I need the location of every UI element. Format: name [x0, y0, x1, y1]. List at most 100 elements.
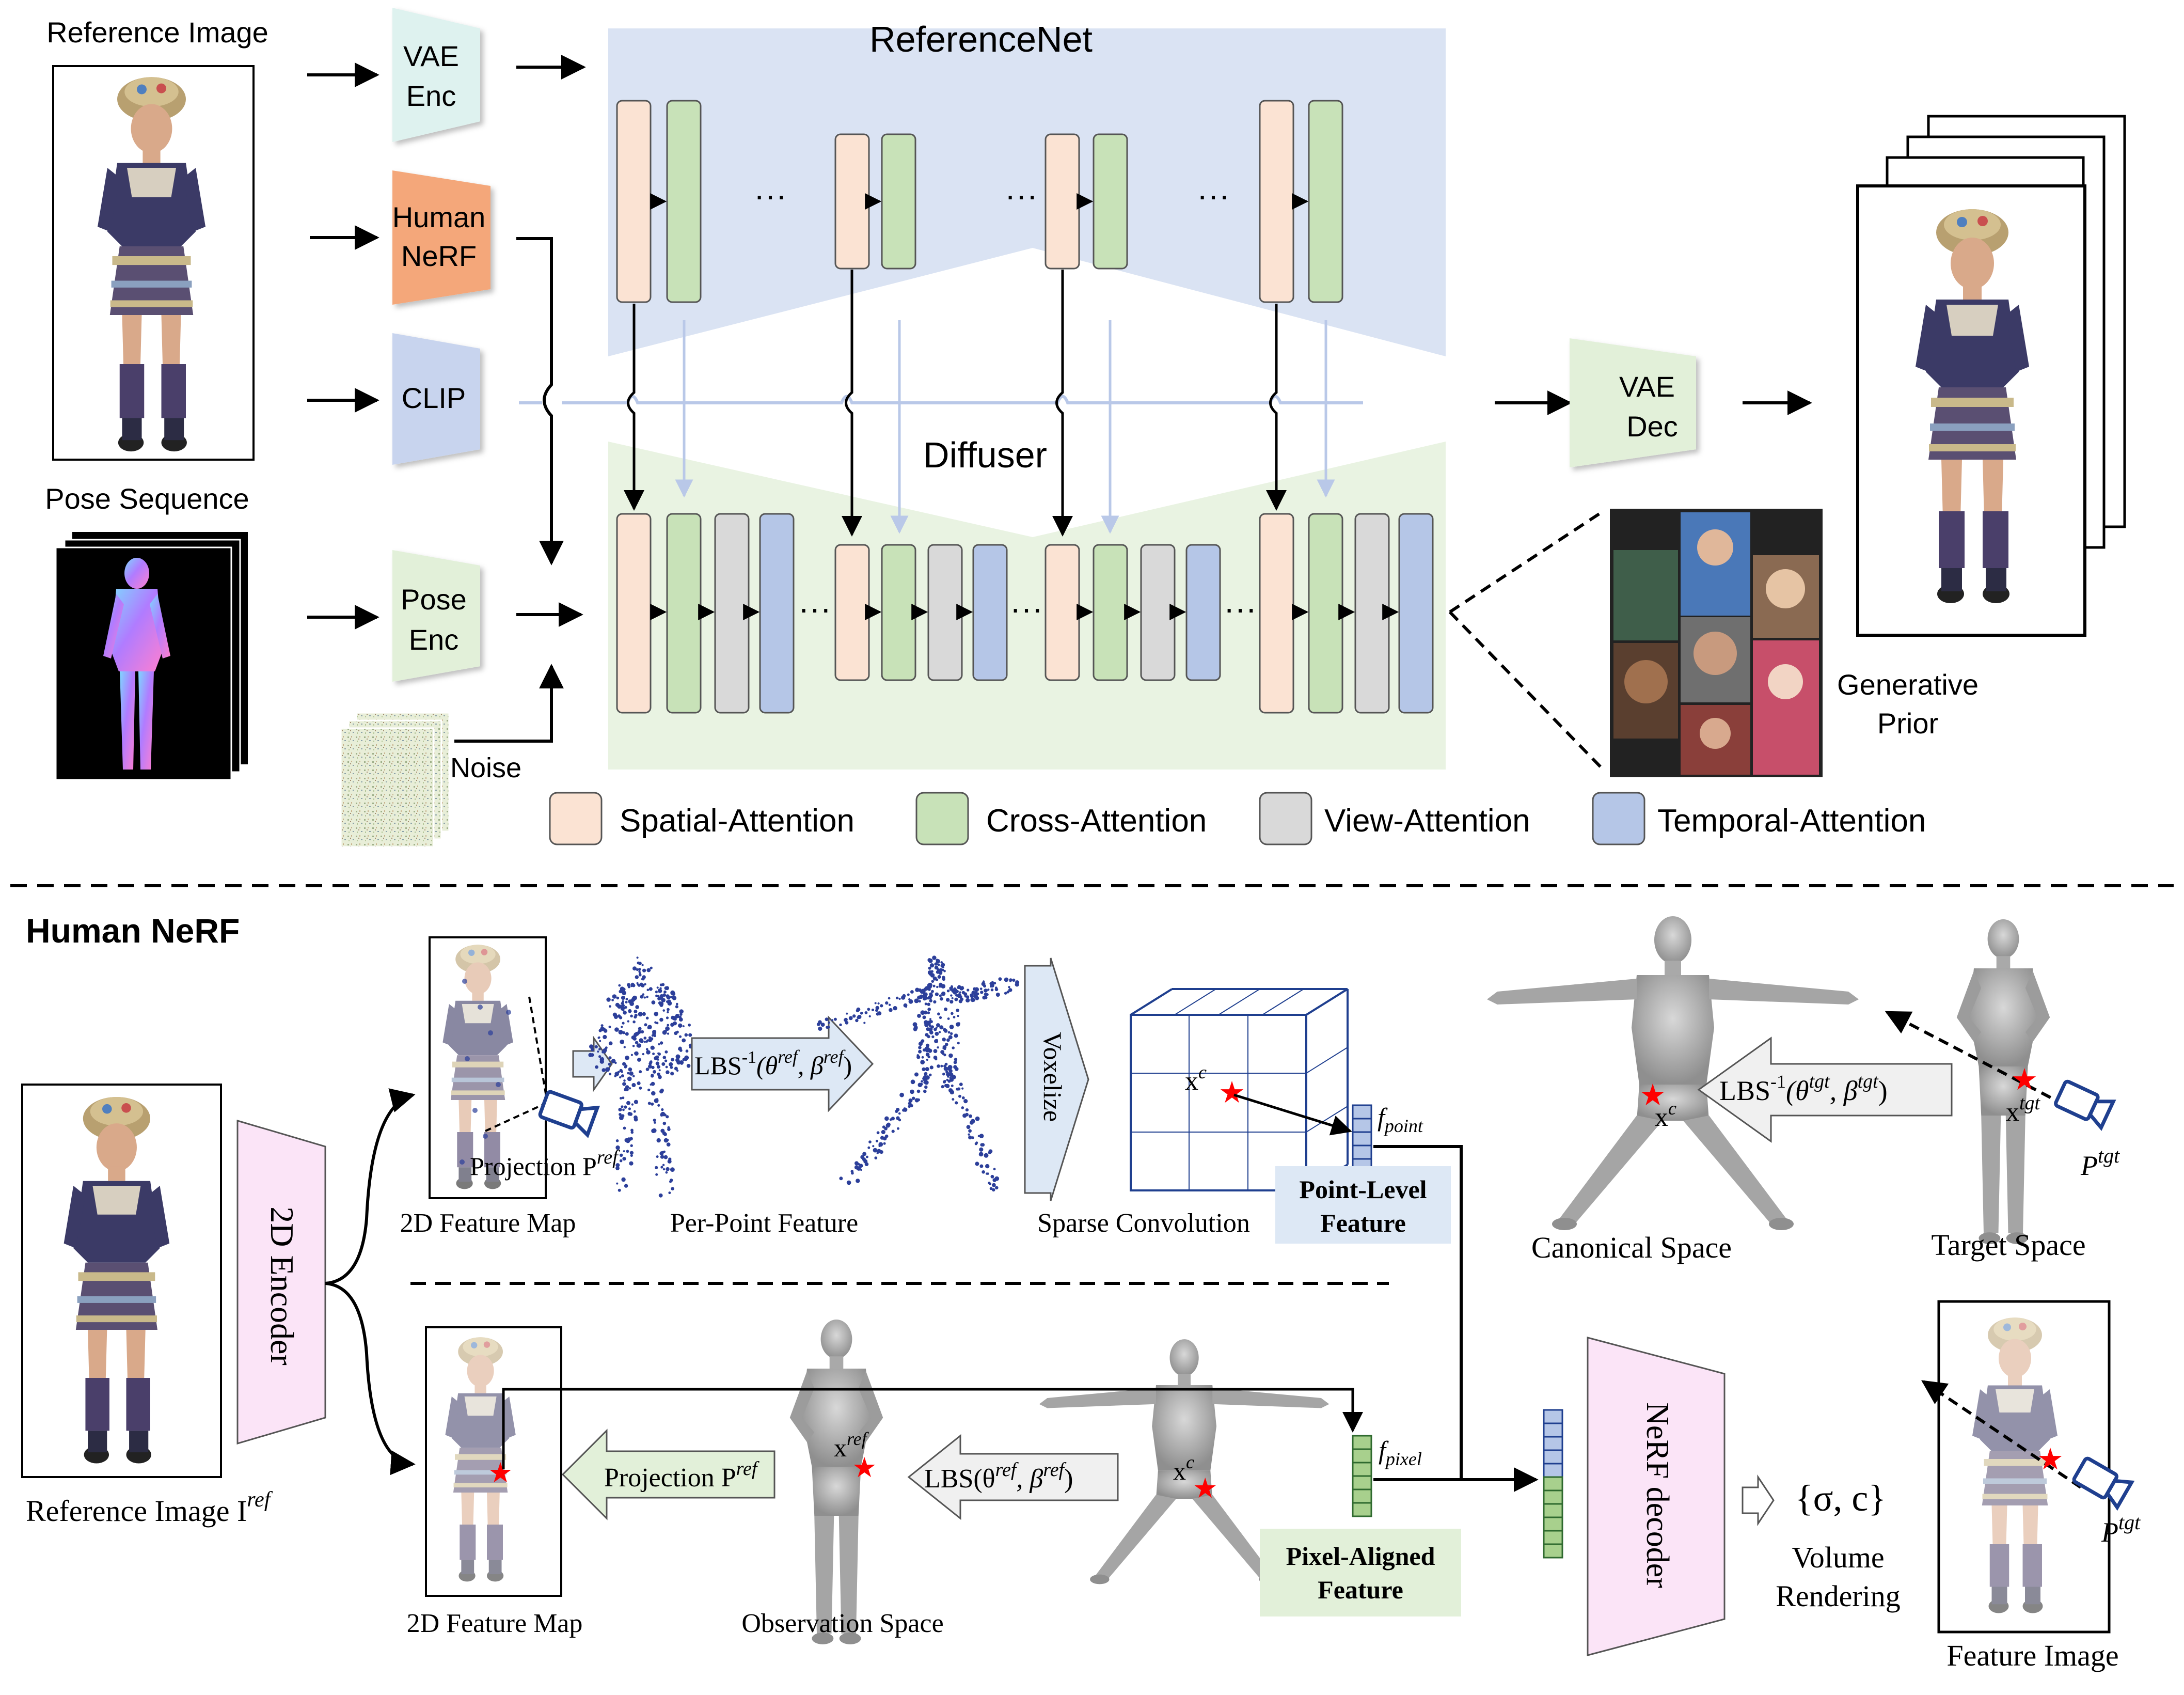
- vae-dec-line2: Dec: [1626, 410, 1678, 443]
- volume-rendering-line2: Rendering: [1776, 1579, 1901, 1613]
- diffuser-view-block-3: [1140, 544, 1176, 681]
- bottom-canonical-xc-label: xc: [1173, 1452, 1194, 1485]
- lbs-inverse-tgt-label: LBS-1(θtgt, βtgt): [1719, 1071, 1888, 1106]
- human-nerf-block: [392, 170, 490, 305]
- legend-label-spatial: Spatial-Attention: [620, 803, 854, 839]
- legend-swatch-view: [1259, 792, 1312, 845]
- target-ray-arrow: [1885, 1011, 2066, 1107]
- legend-swatch-cross: [915, 792, 969, 845]
- top-projection-camera-icon: [539, 1090, 597, 1135]
- arrow-encoder-to-top-branch: [325, 1088, 416, 1285]
- refnet-ellipsis-3: ···: [1197, 177, 1230, 214]
- diffuser-cross-block-1: [666, 513, 702, 714]
- legend-swatch-temporal: [1592, 792, 1645, 845]
- legend-label-temporal: Temporal-Attention: [1657, 803, 1926, 839]
- observation-space-label: Observation Space: [741, 1609, 943, 1638]
- bottom-reference-image-label: Reference Image Iref: [26, 1488, 273, 1528]
- vae-enc-line1: VAE: [403, 40, 459, 72]
- referencenet-title: ReferenceNet: [869, 19, 1093, 59]
- arrow-feature-map-to-fpixel: [502, 1388, 1363, 1469]
- generative-prior-line2: Prior: [1877, 707, 1938, 740]
- lbs-inverse-ref-arrow: [691, 1015, 874, 1112]
- vae-enc-line2: Enc: [406, 80, 456, 112]
- per-point-label: Per-Point Feature: [670, 1209, 858, 1238]
- bottom-canonical-star-icon: ★: [1193, 1473, 1217, 1504]
- top-feature-map-points: [460, 979, 511, 1165]
- legend-swatch-spatial: [549, 792, 603, 845]
- lbs-inverse-ref-label: LBS-1(θref, βref): [694, 1046, 852, 1080]
- canonical-point-cloud: [816, 955, 1020, 1192]
- voxel-grid-cube: [1130, 988, 1349, 1191]
- vae-enc-block: [392, 8, 480, 142]
- point-level-feature-line1: Point-Level: [1299, 1175, 1427, 1204]
- diffuser-temporal-block-3: [1185, 544, 1221, 681]
- collage-tile-anime: [1753, 640, 1819, 775]
- diffuser-background: [608, 442, 1446, 770]
- diffuser-temporal-block-4: [1398, 513, 1434, 714]
- target-space-label: Target Space: [1931, 1228, 2085, 1262]
- projection-top-label: Projection Pref: [470, 1147, 620, 1181]
- diffuser-ellipsis-1: ···: [798, 590, 831, 627]
- diffuser-spatial-block-2: [834, 544, 870, 681]
- clip-block: [392, 333, 480, 465]
- refnet-ellipsis-2: ···: [1005, 177, 1038, 214]
- feature-image-star-icon: ★: [2037, 1442, 2064, 1476]
- diffuser-cross-block-2: [881, 544, 916, 681]
- refnet-cross-block-4: [1308, 100, 1343, 303]
- f-point-feature-column: [1352, 1104, 1372, 1173]
- target-x-label: xtgt: [2006, 1092, 2041, 1127]
- arrow-nerf-to-diffuser: [516, 237, 564, 566]
- canonical-space-label: Canonical Space: [1531, 1231, 1732, 1264]
- point-level-feature-box: [1275, 1166, 1451, 1244]
- diffuser-spatial-block-4: [1259, 513, 1294, 714]
- diffuser-ellipsis-3: ···: [1224, 590, 1257, 627]
- referencenet-background: [608, 28, 1446, 356]
- diffuser-spatial-block-3: [1044, 544, 1080, 681]
- voxelize-arrow: [1024, 958, 1089, 1201]
- top-feature-map-label: 2D Feature Map: [400, 1209, 576, 1238]
- legend-label-cross: Cross-Attention: [986, 803, 1207, 839]
- lbs-inverse-tgt-arrow: [1697, 1037, 1953, 1143]
- target-p-label: Ptgt: [2080, 1144, 2120, 1181]
- projection-bottom-label: Projection Pref: [604, 1458, 759, 1493]
- diffuser-cross-block-4: [1308, 513, 1343, 714]
- observation-x-label: xref: [834, 1429, 869, 1462]
- pixel-aligned-feature-line1: Pixel-Aligned: [1286, 1542, 1435, 1571]
- pose-enc-line2: Enc: [409, 623, 459, 656]
- voxel-star-icon: ★: [1218, 1076, 1245, 1109]
- canonical-star-icon: ★: [1639, 1078, 1666, 1112]
- legend: Spatial-Attention Cross-Attention View-A…: [549, 792, 1926, 845]
- bottom-feature-map-label: 2D Feature Map: [407, 1609, 583, 1638]
- human-nerf-line1: Human: [392, 201, 486, 233]
- canonical-xc-label: xc: [1655, 1098, 1676, 1132]
- voxelize-label: Voxelize: [1038, 1032, 1067, 1122]
- 2d-encoder-label: 2D Encoder: [264, 1206, 300, 1365]
- pose-enc-block: [392, 550, 480, 682]
- diffuser-temporal-block-1: [759, 513, 795, 714]
- clip-label: CLIP: [402, 382, 466, 414]
- nerf-decoder-block: [1587, 1337, 1726, 1656]
- vae-dec-line1: VAE: [1619, 370, 1675, 403]
- fpoint-to-concat-line: [1373, 1145, 1463, 1480]
- diffuser-view-block-4: [1354, 513, 1390, 714]
- diffuser-view-block-2: [927, 544, 963, 681]
- f-point-label: fpoint: [1378, 1103, 1423, 1136]
- arrow-noise-to-diffuser: [454, 664, 564, 743]
- lbs-ref-arrow: [907, 1434, 1119, 1520]
- feature-image-label: Feature Image: [1946, 1639, 2118, 1672]
- reference-image-label: Reference Image: [46, 16, 268, 49]
- point-level-feature-line2: Feature: [1320, 1209, 1406, 1237]
- arrow-decoder-to-output: [1742, 1474, 1775, 1526]
- generative-prior-line1: Generative: [1837, 668, 1979, 701]
- f-pixel-feature-column: [1352, 1435, 1372, 1517]
- sigma-c-label: {σ, c}: [1795, 1478, 1886, 1519]
- vae-dec-block: [1570, 338, 1696, 467]
- diffuser-spatial-block-1: [616, 513, 652, 714]
- arrow-encoder-to-bottom-branch: [325, 1282, 416, 1476]
- diffuser-ellipsis-2: ···: [1010, 590, 1043, 627]
- noise-frame-front: [340, 727, 435, 848]
- lbs-ref-label: LBS(θref, βref): [924, 1459, 1073, 1494]
- pixel-aligned-feature-line2: Feature: [1318, 1575, 1403, 1604]
